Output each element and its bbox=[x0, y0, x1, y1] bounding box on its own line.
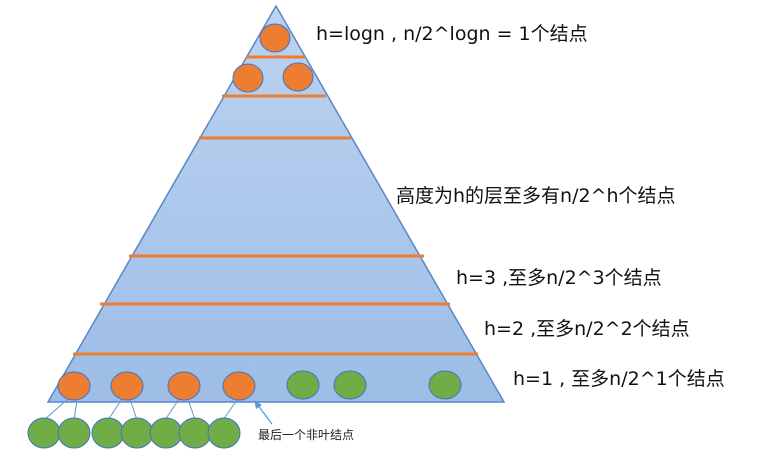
tree-edge bbox=[164, 398, 180, 421]
h1-internal-node bbox=[222, 371, 256, 401]
leaf-node bbox=[149, 417, 183, 449]
tree-edge bbox=[187, 398, 196, 421]
annotation-h1: h=1 , 至多n/2^1个结点 bbox=[513, 368, 725, 390]
h1-leaf-node bbox=[333, 370, 367, 400]
leaf-node bbox=[178, 417, 212, 449]
h1-internal-node bbox=[167, 371, 201, 401]
leaf-node bbox=[27, 417, 61, 449]
leaf-node bbox=[57, 417, 91, 449]
h1-leaf-node bbox=[286, 370, 320, 400]
tree-edge bbox=[222, 399, 238, 421]
h1-internal-node bbox=[110, 371, 144, 401]
second-level-node bbox=[232, 63, 264, 93]
tree-edges bbox=[43, 397, 238, 421]
tree-edge bbox=[129, 398, 138, 421]
h1-leaf-node bbox=[428, 370, 462, 400]
last-nonleaf-arrow bbox=[254, 400, 273, 425]
tree-edge bbox=[107, 398, 123, 421]
tree-edge bbox=[73, 399, 78, 421]
leaf-node bbox=[207, 417, 241, 449]
leaf-node bbox=[91, 417, 125, 449]
leaf-node bbox=[120, 417, 154, 449]
tree-edge bbox=[43, 397, 70, 421]
annotation-h2: h=2 ,至多n/2^2个结点 bbox=[484, 318, 690, 340]
second-level-node bbox=[282, 62, 314, 92]
root-node bbox=[259, 23, 291, 53]
annotation-height-h: 高度为h的层至多有n/2^h个结点 bbox=[396, 185, 676, 207]
annotation-h3: h=3 ,至多n/2^3个结点 bbox=[456, 267, 662, 289]
annotation-top-level: h=logn , n/2^logn = 1个结点 bbox=[316, 23, 588, 45]
h1-internal-node bbox=[57, 371, 91, 401]
annotation-last-nonleaf: 最后一个非叶结点 bbox=[258, 428, 355, 442]
